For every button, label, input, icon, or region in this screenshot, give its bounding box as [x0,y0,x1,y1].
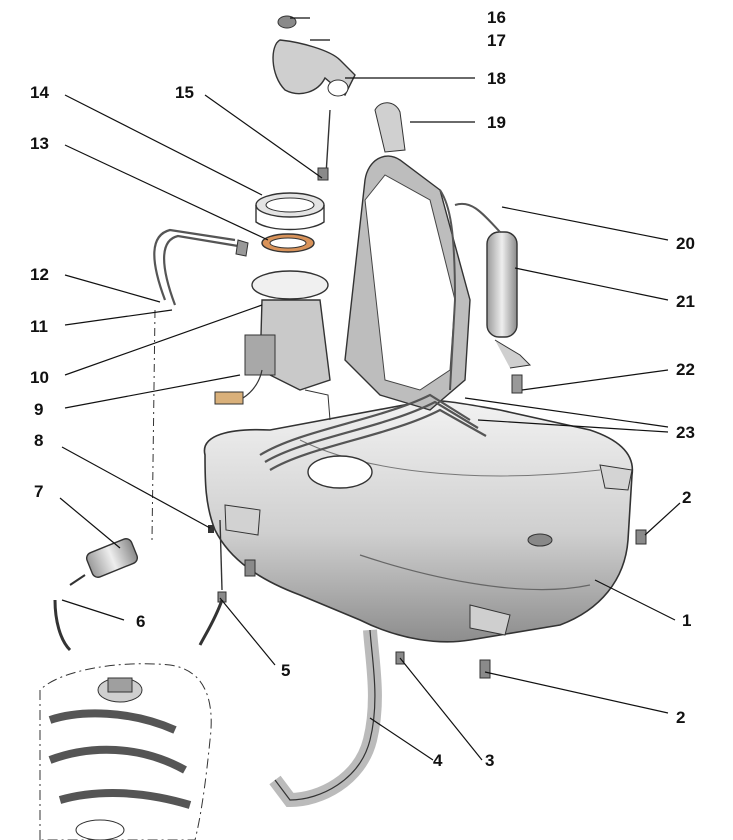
fuel-pump-module [214,270,331,405]
callout-20: 20 [676,234,695,253]
tank-drain-boss [527,533,553,547]
connector-plug [214,391,244,405]
callout-22: 22 [676,360,695,379]
leader-lines [59,17,681,761]
fuel-tank [203,400,634,643]
callout-1: 1 [682,611,691,630]
callout-11: 11 [30,317,48,336]
callout-7: 7 [34,482,43,501]
hose [53,599,72,652]
routing-line [151,309,156,541]
callout-16: 16 [487,8,506,27]
callout-21: 21 [676,292,695,311]
filler-cap-assembly [272,15,356,176]
callout-4: 4 [433,751,443,770]
callout-3: 3 [485,751,494,770]
engine-bay-detail [39,663,212,840]
callout-10: 10 [30,368,49,387]
callout-13: 13 [30,134,49,153]
callout-15: 15 [175,83,194,102]
callout-6: 6 [136,612,145,631]
callout-labels: 1 2 2 3 4 5 6 7 8 9 10 11 12 13 14 15 16… [30,8,695,770]
callout-8: 8 [34,431,43,450]
supply-hose [153,228,236,301]
callout-2-lower: 2 [676,708,685,727]
strap [269,629,382,808]
inline-filter [69,538,139,586]
fuel-lines [259,189,487,471]
callout-2-upper: 2 [682,488,691,507]
callout-17: 17 [487,31,506,50]
callout-12: 12 [30,265,49,284]
lock-ring [255,192,325,231]
callout-14: 14 [30,83,49,102]
callout-19: 19 [487,113,506,132]
callout-5: 5 [281,661,290,680]
tank-opening [307,455,373,489]
filler-neck-assembly [344,102,471,411]
callout-23: 23 [676,423,695,442]
callout-18: 18 [487,69,506,88]
callout-9: 9 [34,400,43,419]
fuel-filter [454,202,532,394]
